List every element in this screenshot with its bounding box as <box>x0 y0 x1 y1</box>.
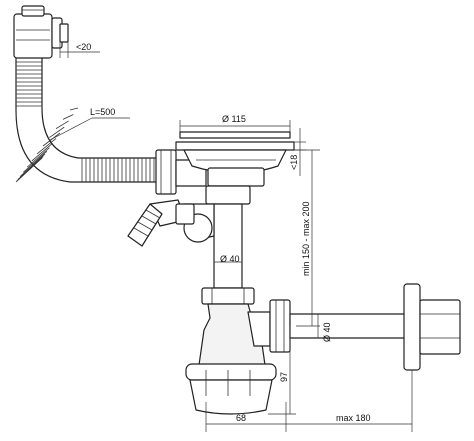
hose-rib <box>69 107 79 111</box>
dimension-d40-mid: Ø 40 <box>214 254 242 264</box>
label-68: 68 <box>236 413 246 423</box>
dimension-bottom: 68 max 180 <box>205 370 413 432</box>
hose-rib <box>36 138 57 155</box>
dimension-97: 97 <box>268 326 296 415</box>
corrugated-hose <box>15 57 161 183</box>
dimension-lt18: <18 <box>289 128 306 176</box>
dimension-hose-length: L=500 <box>49 107 130 141</box>
label-lt20: <20 <box>76 42 91 52</box>
hose-rib <box>19 153 46 177</box>
siphon-union-nut <box>201 287 255 305</box>
tailpiece-pipe <box>205 185 251 289</box>
strainer-basket <box>175 131 295 187</box>
hose-rib <box>49 126 65 138</box>
side-inlet <box>127 199 215 247</box>
label-d40-side: Ø 40 <box>322 322 332 342</box>
hose-rib <box>22 151 48 173</box>
hose-ribs <box>15 61 155 183</box>
label-max180: max 180 <box>336 413 371 423</box>
dimension-min-max: min 150 - max 200 <box>294 149 320 327</box>
hose-rib <box>15 157 43 183</box>
hose-rib <box>31 143 53 162</box>
label-lt18: <18 <box>289 155 299 170</box>
label-d40-mid: Ø 40 <box>220 254 240 264</box>
dimension-lt20: <20 <box>59 42 100 58</box>
hose-rib <box>55 120 69 129</box>
dimension-d115: Ø 115 <box>179 114 291 132</box>
wall-flange <box>403 283 461 371</box>
label-97: 97 <box>279 372 289 382</box>
hose-rib <box>26 147 50 168</box>
hose-rib <box>62 114 74 120</box>
label-min-max: min 150 - max 200 <box>301 201 311 276</box>
overflow-head <box>13 5 69 59</box>
label-hose-length: L=500 <box>90 107 115 117</box>
label-d115: Ø 115 <box>222 114 246 124</box>
